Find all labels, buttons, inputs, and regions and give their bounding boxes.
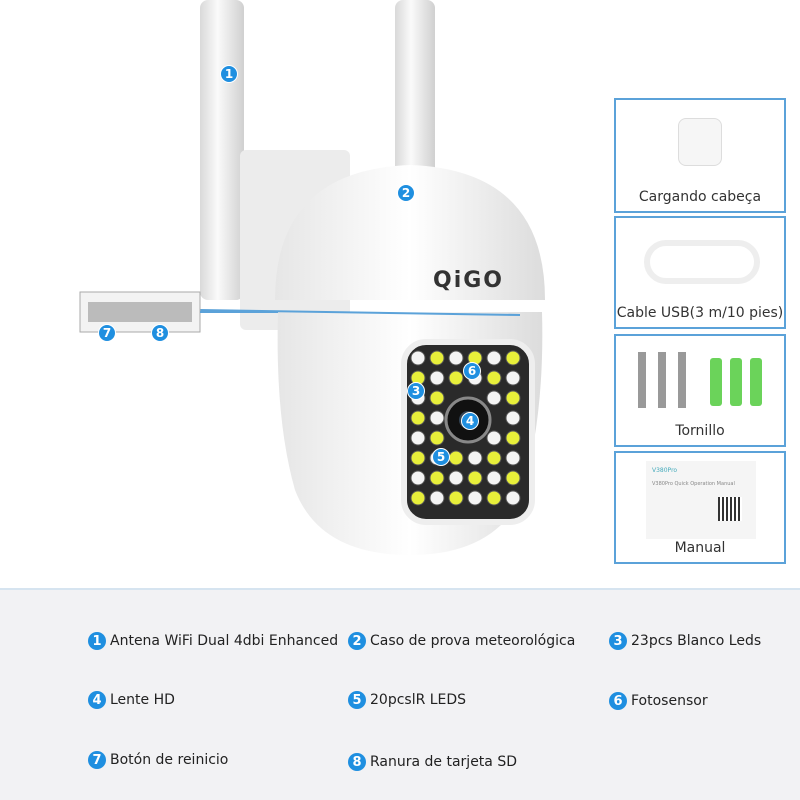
number-badge: 4 [88,691,106,709]
led [486,370,502,386]
led [429,490,445,506]
led [448,470,464,486]
number-badge: 3 [609,632,627,650]
led [505,390,521,406]
led [505,410,521,426]
led [486,350,502,366]
feature-label: Lente HD [110,692,175,708]
led [448,370,464,386]
led [486,390,502,406]
led [429,430,445,446]
number-badge: 1 [88,632,106,650]
led [486,490,502,506]
accessory-label: Cable USB(3 m/10 pies) [616,305,784,321]
led [505,370,521,386]
accessory-label: Manual [674,540,726,556]
marker-6: 6 [463,362,481,380]
led [505,450,521,466]
led [505,350,521,366]
marker-8: 8 [151,324,169,342]
led [467,450,483,466]
features-legend [0,588,800,800]
led [467,490,483,506]
qr-code-icon [718,497,742,521]
led [410,350,426,366]
led [467,470,483,486]
led [505,430,521,446]
antenna-right [395,0,435,180]
led [505,490,521,506]
led [429,370,445,386]
accessory-label: Tornillo [675,423,725,439]
marker-4: 4 [461,412,479,430]
accessory-usb-cable: Cable USB(3 m/10 pies) [614,216,786,329]
accessory-screws: Tornillo [614,334,786,447]
manual-icon: V380Pro V380Pro Quick Operation Manual [646,461,756,539]
feature-label: 23pcs Blanco Leds [631,633,762,649]
number-badge: 8 [348,753,366,771]
product-image-area: QiGO 1 2 3 4 5 6 7 8 Cargando cabeça Cab… [79,0,786,564]
led [486,430,502,446]
led [410,490,426,506]
led [486,450,502,466]
led [486,470,502,486]
led [429,350,445,366]
led [410,430,426,446]
led [410,470,426,486]
manual-title: V380Pro [652,467,678,474]
manual-subtitle: V380Pro Quick Operation Manual [652,481,735,487]
led [429,410,445,426]
usb-cable-icon [644,240,760,284]
led [429,470,445,486]
marker-5: 5 [432,448,450,466]
marker-3: 3 [407,382,425,400]
marker-7: 7 [98,324,116,342]
accessory-label: Cargando cabeça [638,189,762,205]
marker-2: 2 [397,184,415,202]
led [505,470,521,486]
screws-icon [632,352,772,412]
led [410,450,426,466]
led [410,410,426,426]
number-badge: 5 [348,691,366,709]
feature-label: Caso de prova meteorológica [370,633,576,649]
number-badge: 2 [348,632,366,650]
led [448,350,464,366]
number-badge: 7 [88,751,106,769]
antenna-left [200,0,244,300]
feature-label: Antena WiFi Dual 4dbi Enhanced [110,633,339,649]
brand-logo: QiGO [433,268,505,293]
number-badge: 6 [609,692,627,710]
camera-illustration [79,0,545,555]
feature-label: Fotosensor [631,693,708,709]
led [448,450,464,466]
accessory-manual: V380Pro V380Pro Quick Operation Manual M… [614,451,786,564]
feature-label: Botón de reinicio [110,752,229,768]
dome-top [275,165,545,300]
feature-label: Ranura de tarjeta SD [370,754,517,770]
marker-1: 1 [220,65,238,83]
feature-label: 20pcslR LEDS [370,692,467,708]
power-adapter-icon [678,118,722,166]
led [448,490,464,506]
accessory-power-adapter: Cargando cabeça [614,98,786,213]
led [429,390,445,406]
